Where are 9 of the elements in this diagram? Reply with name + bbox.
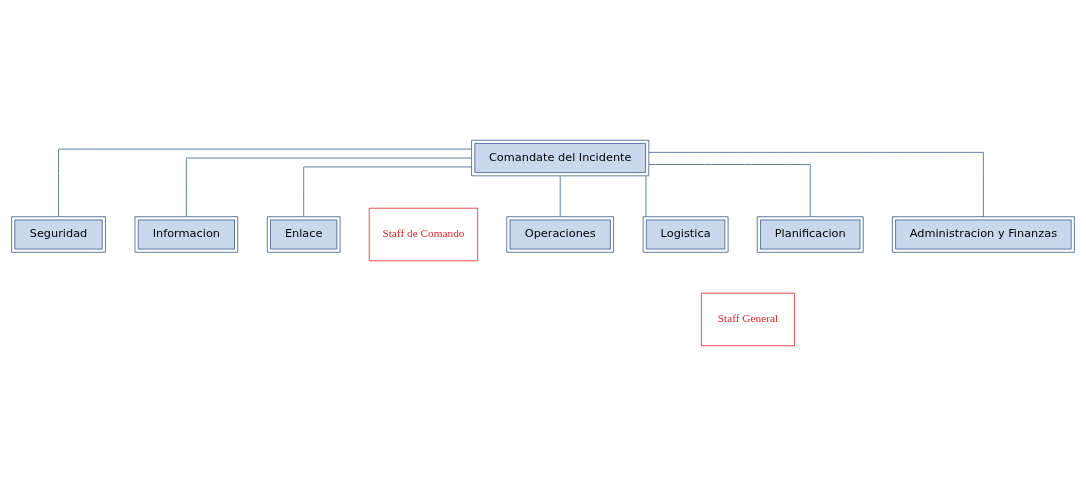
node-box: Staff de Comando: [368, 207, 479, 262]
connector: [58, 148, 472, 217]
connector: [645, 175, 647, 217]
node-box: Staff General: [701, 292, 795, 347]
connector: [303, 166, 472, 217]
connector: [559, 175, 561, 217]
connector: [185, 157, 472, 217]
connector: [648, 151, 984, 218]
connector: [648, 164, 811, 217]
